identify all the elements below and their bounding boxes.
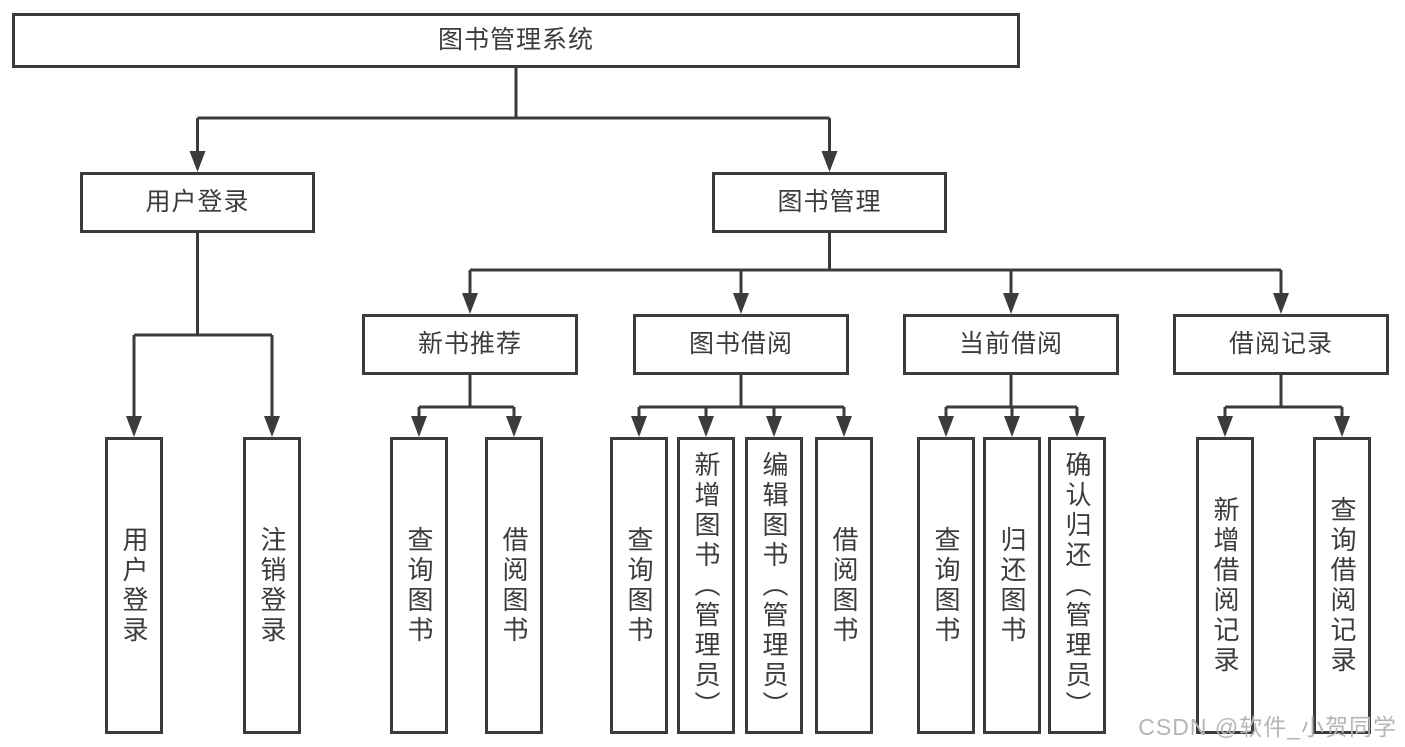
leaf-recommend-query-books: 查询图书 bbox=[390, 437, 448, 734]
leaf-add-books-admin: 新增图书（管理员） bbox=[677, 437, 735, 734]
leaf-user-login: 用户登录 bbox=[105, 437, 163, 734]
csdn-watermark: CSDN @软件_小贺同学 bbox=[1138, 714, 1397, 740]
leaf-add-borrow-record: 新增借阅记录 bbox=[1196, 437, 1254, 734]
leaf-confirm-return-admin: 确认归还（管理员） bbox=[1048, 437, 1106, 734]
node-user-login-branch: 用户登录 bbox=[80, 172, 315, 233]
node-current-borrowing: 当前借阅 bbox=[903, 314, 1119, 375]
node-new-book-recommend: 新书推荐 bbox=[362, 314, 578, 375]
leaf-return-books: 归还图书 bbox=[983, 437, 1041, 734]
leaf-recommend-borrow-books: 借阅图书 bbox=[485, 437, 543, 734]
leaf-logout: 注销登录 bbox=[243, 437, 301, 734]
node-root-system: 图书管理系统 bbox=[12, 13, 1020, 68]
leaf-borrowing-borrow-books: 借阅图书 bbox=[815, 437, 873, 734]
leaf-edit-books-admin: 编辑图书（管理员） bbox=[745, 437, 803, 734]
node-borrowing-records: 借阅记录 bbox=[1173, 314, 1389, 375]
leaf-query-borrow-record: 查询借阅记录 bbox=[1313, 437, 1371, 734]
leaf-current-query-books: 查询图书 bbox=[917, 437, 975, 734]
leaf-borrowing-query-books: 查询图书 bbox=[610, 437, 668, 734]
node-book-management-branch: 图书管理 bbox=[712, 172, 947, 233]
node-book-borrowing: 图书借阅 bbox=[633, 314, 849, 375]
